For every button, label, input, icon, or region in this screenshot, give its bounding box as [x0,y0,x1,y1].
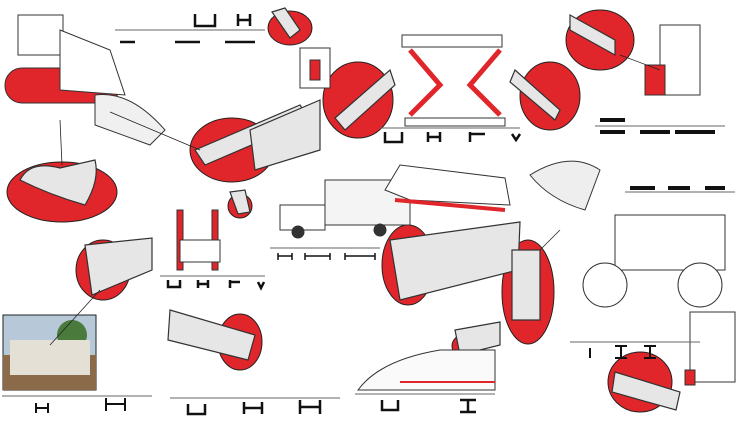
callout-line [619,54,661,71]
dock-door-illustration [684,311,736,386]
red-highlight-ellipse [519,61,581,131]
channel-profile-icon [383,132,522,144]
channel-profile-icon [193,14,252,28]
h-profile-icon [277,253,376,260]
steel-post-profile [511,249,541,321]
steel-i-beam [84,237,153,296]
callout-line [59,119,63,166]
steel-channel-beam [167,309,256,361]
steel-rail-profile [611,371,681,411]
h-profile-icon [35,398,126,413]
mobile-home-illustration [384,164,511,212]
steel-channel-beam [569,13,616,57]
channel-profile-icon [186,400,322,416]
steel-channel-beam [334,68,396,131]
forklift-illustration [299,24,701,96]
steel-guide-profile [19,159,97,206]
scissor-lift-illustration [401,34,506,127]
steel-guide-profile [271,7,301,39]
steel-rail-profile [454,321,501,356]
callout-line [49,289,101,346]
callout-line [109,111,201,151]
wheel-loader-illustration [529,160,726,308]
channel-profile-icon [380,398,476,414]
retaining-wall-photo [2,314,97,391]
steel-channel-beam [249,99,321,171]
channel-profile-icon [166,280,266,291]
flat-profile-icon [600,118,715,134]
car-lift-illustration [176,209,221,271]
callout-line [539,229,561,251]
steel-channel-beam [509,68,561,121]
truck-camper-illustration [279,179,411,239]
rail-profile-icon [589,345,656,359]
train-illustration [357,349,496,391]
bulldozer-illustration [4,14,166,146]
steel-guide-profile [229,189,251,215]
